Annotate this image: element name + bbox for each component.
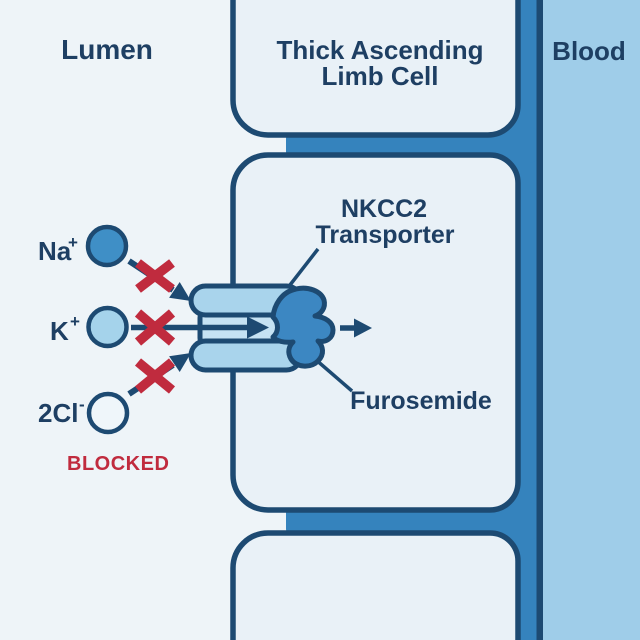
potassium-ion-circle: [86, 305, 129, 349]
chloride-ion-label: 2Cl: [38, 398, 78, 428]
potassium-ion-label: K: [50, 316, 69, 346]
k-blocked-x-icon: [134, 309, 176, 346]
sodium-ion-circle: [85, 224, 129, 268]
ion-chloride: 2Cl -: [38, 391, 130, 435]
cl-arrow-head: [169, 353, 191, 372]
blood-region: [543, 0, 640, 640]
furosemide-leader-line: [313, 357, 354, 393]
lumen-title: Lumen: [61, 34, 153, 65]
transporter-subunit-bottom: [188, 338, 304, 373]
transporter-label-line2: Transporter: [316, 221, 455, 249]
cell-middle: [230, 152, 521, 513]
cell-title-line2: Limb Cell: [321, 61, 438, 91]
chloride-ion-charge: -: [79, 395, 85, 414]
ion-potassium: K +: [50, 305, 129, 349]
nkcc2-leader-line: [288, 247, 320, 287]
potassium-ion-charge: +: [70, 312, 80, 331]
furosemide-molecule: [270, 285, 336, 369]
cell-top: [230, 0, 521, 138]
efflux-arrow-head: [354, 318, 372, 338]
cell-title-line1: Thick Ascending: [276, 35, 483, 65]
blood-boundary-line: [536, 0, 543, 640]
blocked-x-marks: [134, 259, 176, 394]
na-arrow-head: [169, 282, 191, 301]
furosemide-label: Furosemide: [350, 387, 492, 415]
chloride-ion-circle: [86, 391, 130, 435]
transporter-label-line1: NKCC2: [341, 195, 427, 223]
sodium-ion-charge: +: [68, 233, 78, 252]
cell-bottom: [230, 530, 521, 640]
k-arrow-head: [247, 316, 269, 339]
epithelial-cells: [230, 0, 521, 640]
sodium-ion-label: Na: [38, 236, 72, 266]
ion-sodium: Na +: [38, 224, 129, 268]
blood-title: Blood: [552, 36, 626, 66]
cl-blocked-x-icon: [134, 358, 176, 394]
na-blocked-x-icon: [135, 259, 175, 293]
blocked-status-label: BLOCKED: [67, 453, 169, 475]
